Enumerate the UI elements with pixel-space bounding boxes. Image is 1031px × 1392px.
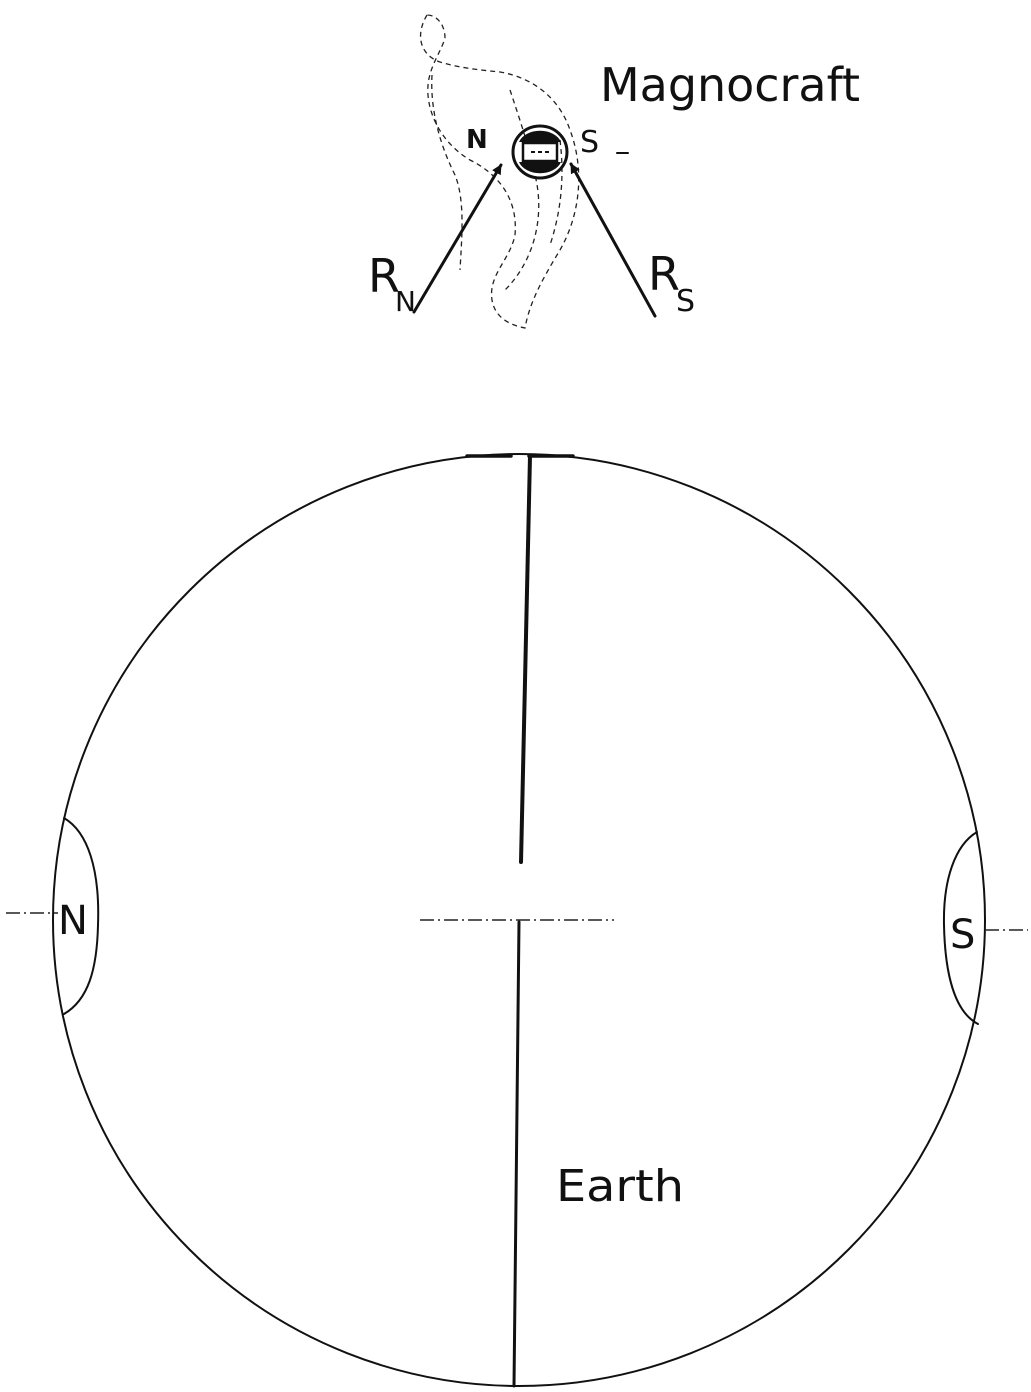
- magnocraft-field-outline-outer: [421, 15, 579, 328]
- magnocraft-field-outline-mid: [505, 90, 539, 290]
- ray-north-arrow: [414, 165, 501, 312]
- earth-label: Earth: [556, 1161, 684, 1212]
- ray-north-label: R N: [368, 249, 416, 318]
- magnocraft-pole-s-label: S: [580, 125, 599, 160]
- earth-pole-s-label: S: [950, 912, 975, 958]
- earth-group: N S Earth: [6, 454, 1028, 1386]
- svg-text:N: N: [395, 285, 416, 318]
- earth-axis-lower: [514, 922, 519, 1386]
- magnocraft-label: Magnocraft: [600, 58, 860, 112]
- magnocraft-body: [513, 126, 567, 178]
- earth-pole-n-label: N: [58, 898, 88, 944]
- ray-south-label: R S: [648, 247, 695, 319]
- svg-text:S: S: [676, 284, 695, 319]
- earth-axis-upper: [521, 456, 530, 862]
- ray-south-arrow: [571, 164, 655, 316]
- magnocraft-pole-n-label: N: [466, 125, 488, 155]
- magnocraft-group: N S Magnocraft R N R S: [368, 15, 860, 328]
